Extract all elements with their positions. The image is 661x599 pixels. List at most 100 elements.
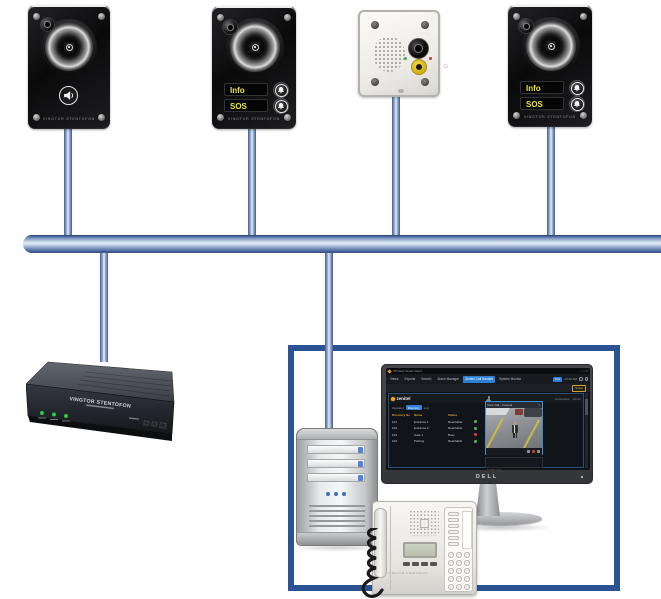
keypad-button[interactable] [456,568,462,574]
sos-call-button[interactable] [569,96,585,112]
subtab-operator[interactable]: Operator [392,405,404,410]
plugin-header: zenitel Connected Admin [389,394,583,403]
setup-button[interactable]: Setup [572,384,586,392]
subtab-log[interactable]: Log [423,405,429,410]
network-port-icon [159,422,167,429]
intercom-gateway: VINGTOR STENTOFON [26,361,175,441]
table-row[interactable]: 102 Entrance 2 Reachable [392,425,480,432]
user-icon[interactable] [579,377,583,381]
keypad-button[interactable] [456,576,462,582]
col-status: Status [448,413,458,418]
sos-label-plate: SOS [520,97,564,110]
keypad-button[interactable] [448,576,454,582]
window-title: XProtect Smart Client [393,369,422,373]
logged-in-user[interactable]: Admin [572,396,581,401]
keypad-button[interactable] [464,560,470,566]
handset[interactable] [374,508,387,578]
keypad-button[interactable] [464,584,470,590]
speaker-glyph-icon [64,91,74,100]
live-button[interactable]: Live [552,376,563,382]
drive-bay [307,459,365,468]
keypad-button[interactable] [456,584,462,590]
handset-cord [361,528,384,598]
mic-icon[interactable] [526,450,530,453]
label-insert-strip [462,511,472,549]
led-caption [50,419,58,420]
status-led-icon [334,492,338,496]
speaker-ring [526,21,576,71]
video-titlebar: Door Call – Camera ✕ [486,402,542,408]
status-dot-icon [474,420,477,424]
keypad-button[interactable] [448,560,454,566]
led-caption [62,420,70,422]
function-button[interactable] [430,562,437,566]
camera-icon [518,18,534,34]
info-call-button[interactable] [569,80,585,96]
tab-alarm-manager[interactable]: Alarm Manager [437,377,460,381]
sos-call-button[interactable] [273,98,289,114]
app-titlebar: XProtect Smart Client – ▢ ✕ [386,368,590,374]
info-call-button[interactable] [273,82,289,98]
station-brand-label: VINGTOR STENTOFON [228,117,280,121]
tab-views[interactable]: Views [390,377,399,381]
function-button[interactable] [421,562,428,566]
camera-icon [222,19,238,35]
keypad-button[interactable] [464,552,470,558]
intercom-station-1: VINGTOR STENTOFON [28,5,110,129]
window-controls[interactable]: – ▢ ✕ [579,369,588,373]
intercom-station-4: Info SOS VINGTOR STENTOFON [508,5,592,127]
gateway-front-panel [26,383,175,435]
tab-system-monitor[interactable]: System Monitor [499,377,522,381]
monitor-stand-neck [476,480,500,516]
screw-icon [284,14,291,21]
call-button[interactable] [59,86,78,105]
tab-search[interactable]: Search [421,377,432,381]
record-icon[interactable] [531,449,535,454]
direct-call-button[interactable] [448,536,459,540]
app-logo-icon [387,368,392,374]
keypad-button[interactable] [464,576,470,582]
close-icon[interactable]: ✕ [538,403,541,407]
intercom-station-2: Info SOS VINGTOR STENTOFON [212,6,296,129]
fault-led-icon [63,413,69,419]
call-request-panel: Call Request [485,457,543,470]
camera-icon [408,38,429,59]
tab-zenitel-call-handler[interactable]: Zenitel Call Handler [463,375,496,383]
station-top-highlight [216,6,292,8]
app-tabbar: Views Exports Search Alarm Manager Zenit… [386,374,590,384]
table-row[interactable]: 104 Parking Reachable [392,438,480,445]
mounting-hole-icon [371,78,379,86]
scrollbar[interactable] [585,393,588,468]
direct-call-button[interactable] [448,530,459,534]
table-row[interactable]: 101 Entrance 1 Reachable [392,419,480,426]
direct-call-button[interactable] [448,518,459,522]
keypad-button[interactable] [456,560,462,566]
tab-exports[interactable]: Exports [404,377,416,381]
subtab-directory[interactable]: Directory [405,405,422,410]
curb [486,408,510,415]
function-button[interactable] [412,562,419,566]
keypad-button[interactable] [456,552,462,558]
sos-label-plate: SOS [224,99,268,112]
keypad-button[interactable] [448,584,454,590]
call-button[interactable] [411,59,427,75]
screw-icon [580,112,587,119]
screw-icon [217,14,224,21]
cell-name: Entrance 2 [414,426,429,431]
table-row[interactable]: 103 Gate 1 Busy [392,432,480,439]
scrollbar-thumb[interactable] [585,399,588,415]
camera-toggle-icon[interactable] [537,450,540,453]
person-figure [512,421,518,438]
keypad-button[interactable] [464,568,470,574]
keypad-button[interactable] [448,568,454,574]
bay-tab-icon [358,475,363,481]
options-icon[interactable] [584,377,588,381]
keypad-button[interactable] [448,552,454,558]
direct-call-button[interactable] [448,512,459,516]
table-header-row: Directory No Name Status [392,412,480,419]
direct-call-button[interactable] [448,524,459,528]
direct-call-button[interactable] [448,542,459,546]
col-name: Name [414,413,423,418]
screw-icon [513,112,520,119]
function-button[interactable] [403,562,410,566]
